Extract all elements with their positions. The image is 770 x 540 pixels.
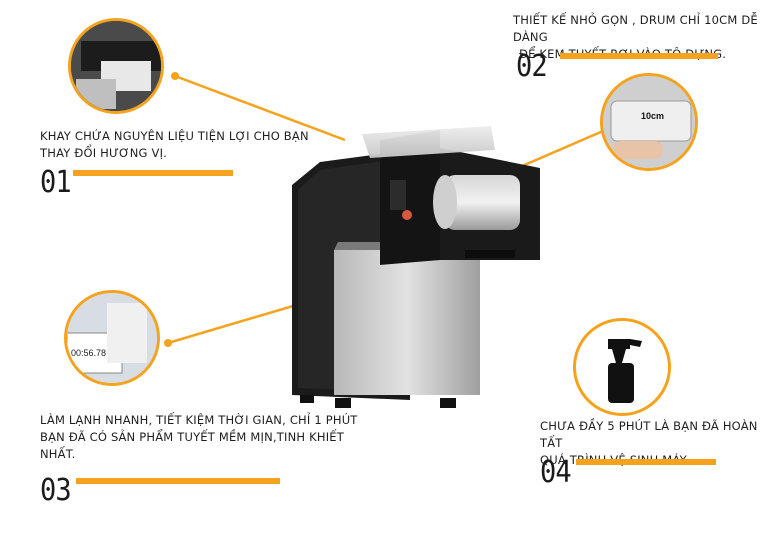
feature-04-number: 04	[540, 455, 572, 490]
drum-size-label: 10cm	[641, 111, 665, 121]
spray-bottle-icon	[608, 339, 642, 403]
timer-readout: 00:56.78	[71, 348, 107, 358]
hopper-closeup-image	[68, 18, 164, 114]
feature-03-line1: LÀM LẠNH NHANH, TIẾT KIỆM THỜI GIAN, CHỈ…	[40, 413, 358, 427]
feature-04-accent-bar	[576, 459, 716, 465]
feature-01-line1: KHAY CHỨA NGUYÊN LIỆU TIỆN LỢI CHO BẠN	[40, 129, 309, 143]
feature-03-line3: NHẤT.	[40, 447, 76, 461]
feature-01-number: 01	[40, 165, 72, 200]
feature-03-line2: BẠN ĐÃ CÓ SẢN PHẨM TUYẾT MỀM MỊN,TINH KH…	[40, 430, 344, 444]
snow-ice-machine	[292, 120, 540, 408]
feature-01-line2: THAY ĐỔI HƯƠNG VỊ.	[40, 146, 168, 160]
feature-03-accent-bar	[76, 478, 280, 484]
feature-03-text: LÀM LẠNH NHANH, TIẾT KIỆM THỜI GIAN, CHỈ…	[40, 412, 358, 463]
feature-02-number: 02	[516, 49, 548, 84]
feature-01-text: KHAY CHỨA NGUYÊN LIỆU TIỆN LỢI CHO BẠN T…	[40, 128, 309, 162]
feature-02-line1: THIẾT KẾ NHỎ GỌN , DRUM CHỈ 10CM DỄ DÀNG	[513, 13, 758, 44]
feature-01-accent-bar	[73, 170, 233, 176]
feature-03-number: 03	[40, 473, 72, 508]
timer-closeup-image: 00:56.78	[64, 290, 160, 386]
drum-closeup-image: 10cm	[600, 73, 698, 171]
cleaning-icon-circle	[573, 318, 671, 416]
feature-04-line1: CHƯA ĐẦY 5 PHÚT LÀ BẠN ĐÃ HOÀN TẤT	[540, 419, 758, 450]
feature-02-accent-bar	[560, 53, 718, 59]
